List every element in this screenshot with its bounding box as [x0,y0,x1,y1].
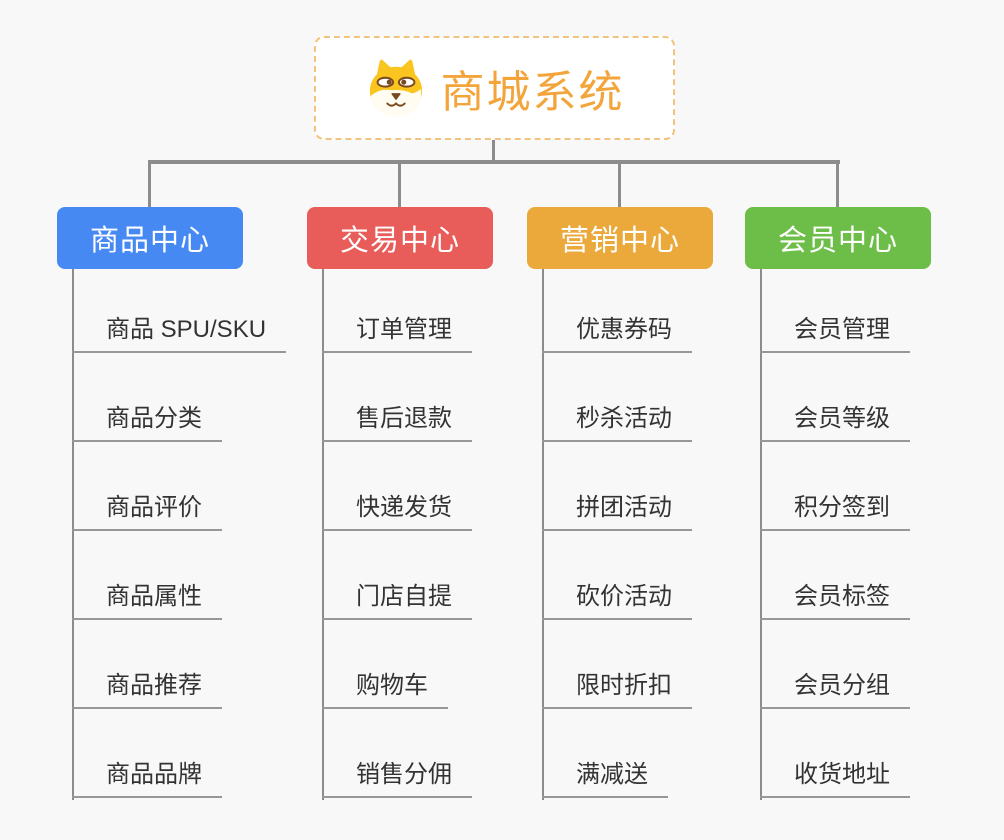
topic-item[interactable]: 满减送 [542,761,668,798]
branch-connector-line [72,269,74,800]
topic-item[interactable]: 收货地址 [760,761,910,798]
topic-item[interactable]: 会员管理 [760,316,910,353]
branch-connector-line [542,269,544,800]
branch-node-trade-center[interactable]: 交易中心 [307,207,493,269]
branch-node-member-center[interactable]: 会员中心 [745,207,931,269]
topic-item[interactable]: 商品 SPU/SKU [72,316,287,353]
root-title: 商城系统 [440,68,625,117]
topic-item[interactable]: 订单管理 [322,316,472,353]
topic-item[interactable]: 商品品牌 [72,761,222,798]
topic-item[interactable]: 会员分组 [760,672,910,709]
topic-item[interactable]: 销售分佣 [322,761,472,798]
branch-column-member: 会员中心 会员管理会员等级积分签到会员标签会员分组收货地址 [745,0,931,840]
topic-item[interactable]: 商品属性 [72,583,222,620]
shiba-dog-icon [369,59,422,118]
topic-item[interactable]: 积分签到 [760,494,910,531]
topic-item[interactable]: 购物车 [322,672,448,709]
branch-column-trade: 交易中心 订单管理售后退款快递发货门店自提购物车销售分佣 [307,0,493,840]
topic-item[interactable]: 商品推荐 [72,672,222,709]
topic-item[interactable]: 商品分类 [72,405,222,442]
topic-item[interactable]: 商品评价 [72,494,222,531]
topic-item[interactable]: 售后退款 [322,405,472,442]
topic-item[interactable]: 砍价活动 [542,583,692,620]
topic-item[interactable]: 会员标签 [760,583,910,620]
connector-root-stub [492,140,495,162]
topic-item[interactable]: 拼团活动 [542,494,692,531]
topic-item[interactable]: 优惠券码 [542,316,692,353]
connector-drop-2 [398,160,401,208]
root-node[interactable]: 商城系统 [314,36,675,140]
branch-node-marketing-center[interactable]: 营销中心 [527,207,713,269]
connector-drop-4 [836,160,839,208]
connector-bus-line [148,160,840,164]
topic-item[interactable]: 限时折扣 [542,672,692,709]
topic-item[interactable]: 会员等级 [760,405,910,442]
connector-drop-3 [618,160,621,208]
topic-item[interactable]: 秒杀活动 [542,405,692,442]
branch-column-product: 商品中心 商品 SPU/SKU 商品分类商品评价商品属性商品推荐商品品牌 [57,0,287,840]
topic-item[interactable]: 快递发货 [322,494,472,531]
branch-column-marketing: 营销中心 优惠券码秒杀活动拼团活动砍价活动限时折扣满减送 [527,0,713,840]
topic-item[interactable]: 门店自提 [322,583,472,620]
branch-connector-line [322,269,324,800]
connector-drop-1 [148,160,151,208]
branch-connector-line [760,269,762,800]
branch-node-product-center[interactable]: 商品中心 [57,207,243,269]
